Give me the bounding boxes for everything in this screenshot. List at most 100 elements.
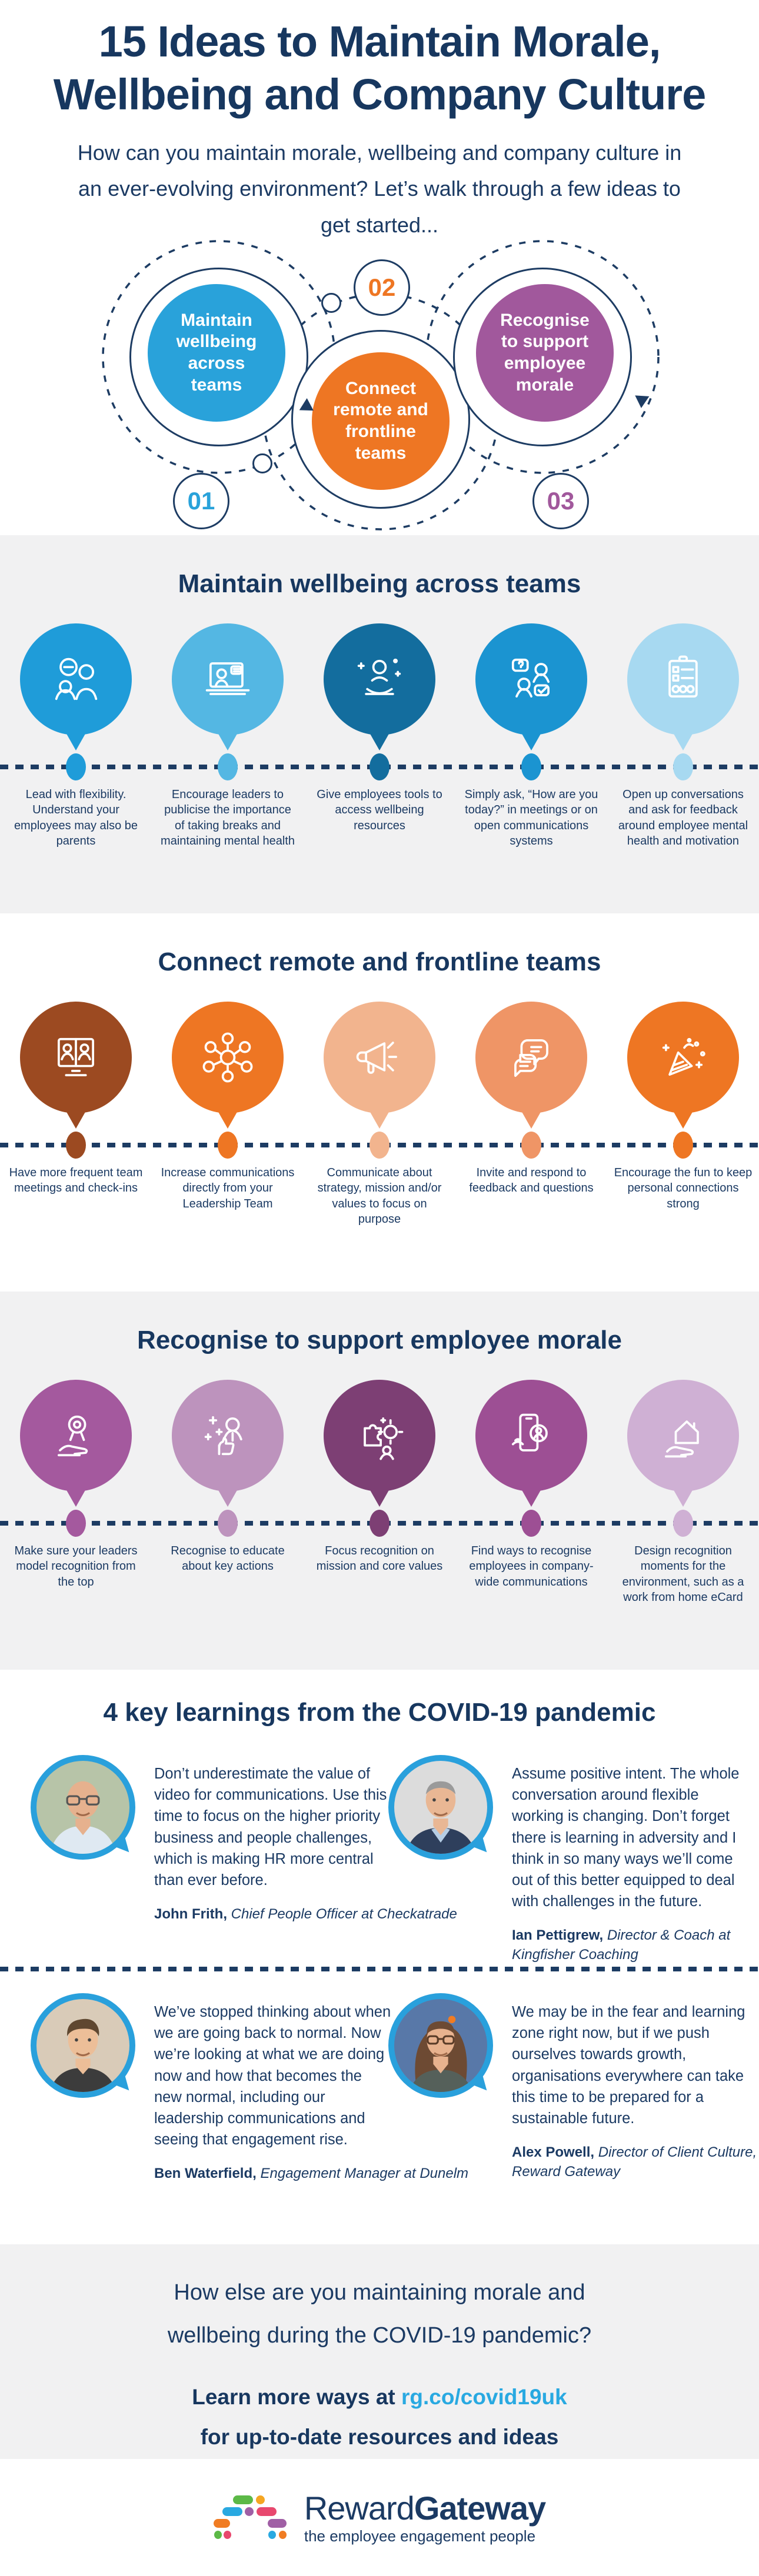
quote-author: Ian Pettigrew, — [512, 1927, 604, 1944]
balloon-shape — [475, 623, 587, 735]
avatar — [388, 1755, 493, 1860]
brand-tagline: the employee engagement people — [304, 2527, 536, 2545]
timeline-dot — [521, 753, 541, 780]
quote-author: Ben Waterfield, — [154, 2165, 257, 2182]
feedback-survey-icon — [668, 655, 698, 698]
award-hand-icon — [58, 1415, 88, 1457]
section-learnings: 4 key learnings from the COVID-19 pandem… — [0, 1670, 759, 2244]
balloon-shape — [627, 1380, 739, 1491]
balloon-row — [0, 1380, 759, 1537]
timeline-dot — [369, 1510, 390, 1537]
balloon-tail — [66, 733, 86, 750]
balloon-tail — [218, 1489, 238, 1507]
quote-role: Director & Coach at Kingfisher Coaching — [512, 1927, 731, 1963]
step3-number: 03 — [547, 487, 575, 515]
balloon-shape — [172, 623, 284, 735]
caption-row: Make sure your leaders model recognition… — [0, 1543, 759, 1606]
idea-balloon-mission-values — [304, 1380, 455, 1537]
cta-question: How else are you maintaining morale and … — [167, 2280, 592, 2348]
step3-label: Recognise to support employee morale — [500, 310, 590, 395]
idea-caption: Have more frequent team meetings and che… — [9, 1166, 143, 1195]
idea-balloon-key-actions — [152, 1380, 304, 1537]
quote-role: Chief People Officer at Checkatrade — [231, 1906, 457, 1923]
idea-balloon-fun — [607, 1002, 759, 1159]
balloon-tail — [218, 733, 238, 750]
cta-learn-suffix: for up-to-date resources and ideas — [200, 2425, 559, 2450]
megaphone-icon — [356, 1042, 397, 1074]
balloon-tail — [673, 1489, 693, 1507]
balloon-shape — [324, 1380, 435, 1491]
recognition-stars-icon — [204, 1416, 242, 1456]
timeline-dot — [521, 1510, 541, 1537]
balloon-tail — [521, 733, 541, 750]
balloon-row — [0, 623, 759, 780]
page-title: 15 Ideas to Maintain Morale, Wellbeing a… — [53, 17, 707, 119]
balloon-tail — [66, 1111, 86, 1129]
timeline-dot — [673, 753, 693, 780]
step1-circle: Maintain wellbeing across teams — [148, 284, 285, 422]
quote-text: We’ve stopped thinking about when we are… — [154, 2004, 391, 2148]
balloon-shape — [627, 623, 739, 735]
idea-caption: Simply ask, “How are you today?” in meet… — [464, 788, 598, 848]
header-section: 15 Ideas to Maintain Morale, Wellbeing a… — [0, 0, 759, 535]
idea-balloon-wellbeing-tools — [304, 623, 455, 780]
section-recognise: Recognise to support employee morale — [0, 1292, 759, 1670]
timeline-dot — [673, 1132, 693, 1159]
brand-gateway: Gateway — [414, 2490, 546, 2527]
video-meeting-icon — [58, 1037, 94, 1077]
idea-balloon-leaders — [152, 623, 304, 780]
idea-caption: Encourage leaders to publicise the impor… — [161, 788, 295, 848]
quote-text: Assume positive intent. The whole conver… — [512, 1766, 740, 1910]
idea-caption: Design recognition moments for the envir… — [622, 1544, 744, 1604]
brand-text: RewardGateway the employee engagement pe… — [304, 2490, 546, 2545]
section-wellbeing-title: Maintain wellbeing across teams — [178, 569, 581, 598]
quote-ben-waterfield: We’ve stopped thinking about when we are… — [31, 1993, 468, 2184]
idea-balloon-respond-feedback — [455, 1002, 607, 1159]
cta-link[interactable]: rg.co/covid19uk — [401, 2384, 567, 2409]
idea-balloon-leaders-model — [0, 1380, 152, 1537]
footer-section: RewardGateway the employee engagement pe… — [0, 2459, 759, 2576]
section-connect-title: Connect remote and frontline teams — [158, 947, 601, 976]
timeline-dot — [369, 1132, 390, 1159]
timeline-dot — [218, 1132, 238, 1159]
step1-label: Maintain wellbeing across teams — [176, 310, 257, 395]
idea-caption: Open up conversations and ask for feedba… — [618, 788, 748, 848]
idea-caption: Encourage the fun to keep personal conne… — [614, 1166, 753, 1210]
step1-number: 01 — [187, 487, 215, 515]
chat-bubbles-icon — [514, 1039, 548, 1077]
step3-circle: Recognise to support employee morale — [476, 284, 614, 422]
balloon-shape — [627, 1002, 739, 1113]
balloon-tail — [521, 1111, 541, 1129]
cta-learn-more: Learn more ways at rg.co/covid19uk for u… — [0, 2377, 759, 2458]
balloon-row — [0, 1002, 759, 1159]
idea-balloon-team-meetings — [0, 1002, 152, 1159]
quote-role: Director of Client Culture, Reward Gatew… — [512, 2144, 757, 2180]
network-people-icon — [202, 1032, 253, 1083]
idea-caption: Invite and respond to feedback and quest… — [469, 1166, 594, 1195]
balloon-shape — [20, 1002, 132, 1113]
balloon-shape — [20, 1380, 132, 1491]
timeline-dot — [66, 1132, 86, 1159]
quote-attribution: Alex Powell, Director of Client Culture,… — [512, 2143, 759, 2181]
avatar-photo — [394, 1761, 487, 1854]
timeline-dot — [218, 1510, 238, 1537]
balloon-shape — [324, 1002, 435, 1113]
balloon-shape — [475, 1380, 587, 1491]
idea-balloon-ecard — [607, 1380, 759, 1537]
timeline-dot — [673, 1510, 693, 1537]
quote-attribution: Ben Waterfield, Engagement Manager at Du… — [154, 2164, 468, 2183]
home-ecard-icon — [665, 1420, 699, 1458]
reward-gateway-logo-icon — [213, 2495, 289, 2540]
phone-recognition-icon — [511, 1413, 548, 1451]
balloon-tail — [218, 1111, 238, 1129]
idea-caption: Communicate about strategy, mission and/… — [317, 1166, 442, 1226]
caption-row: Have more frequent team meetings and che… — [0, 1165, 759, 1227]
leader-video-icon — [205, 662, 250, 695]
idea-balloon-check-in — [455, 623, 607, 780]
idea-balloon-flexibility — [0, 623, 152, 780]
path-node-dot — [321, 293, 341, 313]
timeline-dot — [66, 1510, 86, 1537]
section-learnings-title: 4 key learnings from the COVID-19 pandem… — [103, 1698, 656, 1727]
balloon-shape — [324, 623, 435, 735]
